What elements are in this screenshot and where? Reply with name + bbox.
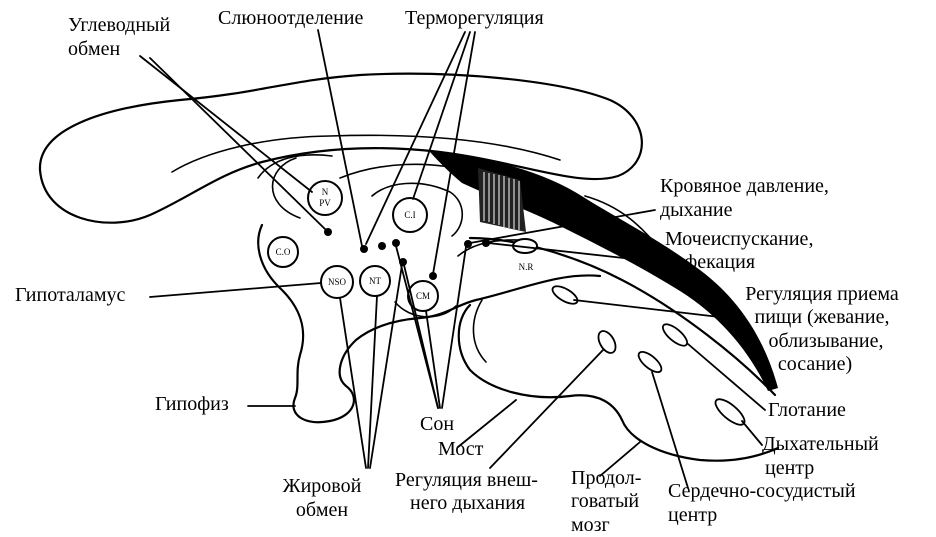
leader-urination — [487, 242, 661, 263]
leader-food-intake — [573, 299, 729, 319]
label-cardiovascular-center-line2: центр — [668, 504, 717, 526]
center-dot — [360, 245, 368, 253]
nucleus-cm — [407, 280, 439, 312]
pons-inner-line — [472, 299, 487, 363]
label-cardiovascular-center-line1: Сердечно-сосудистый — [668, 480, 856, 502]
respiratory-center-shape — [714, 398, 746, 426]
nucleus-cm-label: CM — [416, 291, 430, 301]
center-dot — [429, 272, 437, 280]
thalamus-boundary — [371, 182, 464, 237]
cerebellar-peduncle-band — [430, 152, 778, 391]
mesencephalon-inner — [394, 301, 457, 318]
label-fat-metabolism-line2: обмен — [296, 499, 349, 521]
label-external-respiration-line1: Регуляция внеш- — [395, 469, 538, 491]
label-fat-metabolism-line1: Жировой — [283, 475, 362, 497]
leader-sleep-2 — [403, 264, 439, 409]
nuclei: N PV C.I C.O NSO NT CM N.R — [267, 180, 538, 312]
nucleus-nt — [359, 265, 391, 297]
hatch-lines — [483, 172, 520, 230]
center-dots — [324, 228, 490, 280]
label-swallowing: Глотание — [768, 399, 846, 421]
label-food-intake-line1: Регуляция приема — [745, 283, 899, 305]
leader-thermoregulation-2 — [412, 31, 471, 200]
nucleus-nso-label: NSO — [328, 277, 347, 287]
label-respiratory-center-line2: центр — [765, 457, 814, 479]
swallowing-center — [661, 323, 689, 347]
leader-cardiovascular-center — [651, 371, 689, 489]
label-respiratory-center-line1: Дыхательный — [762, 433, 879, 455]
label-salivation: Слюноотделение — [218, 7, 363, 29]
nucleus-nt-label: NT — [369, 276, 381, 286]
leader-pons — [457, 399, 517, 448]
nucleus-ci — [392, 197, 428, 233]
leader-sleep-3 — [425, 310, 441, 409]
label-blood-pressure-line2: дыхание — [660, 199, 733, 221]
mesencephalon-outline — [418, 274, 602, 320]
leader-fat-metabolism-1 — [339, 297, 367, 469]
label-food-intake-line4: сосание) — [778, 353, 852, 375]
label-urination-line2: дефекация — [665, 251, 755, 273]
nucleus-nso — [320, 265, 354, 299]
leader-blood-pressure — [469, 209, 656, 244]
pituitary-outline — [292, 316, 422, 424]
center-dot — [464, 240, 472, 248]
label-pons: Мост — [438, 438, 484, 460]
nucleus-co-label: C.O — [276, 247, 291, 257]
nucleus-npv-label-top: N — [322, 187, 329, 197]
nucleus-co — [267, 236, 299, 268]
brainstem-centers — [551, 285, 746, 426]
center-dot — [378, 242, 386, 250]
label-blood-pressure-line1: Кровяное давление, — [660, 175, 829, 197]
leader-carb-metabolism-1 — [139, 55, 313, 193]
fornix-curve — [271, 157, 301, 219]
external-respiration-center — [597, 330, 617, 354]
nucleus-npv — [307, 180, 343, 216]
center-dot — [392, 239, 400, 247]
label-sleep: Сон — [420, 413, 454, 435]
leader-external-respiration — [489, 349, 604, 469]
label-carb-metabolism-line1: Углеводный — [68, 14, 170, 36]
leader-salivation — [317, 29, 363, 247]
label-medulla-line1: Продол- — [571, 467, 641, 489]
hypothalamus-outline — [257, 223, 305, 400]
label-food-intake-line3: облизывание, — [768, 330, 883, 352]
nucleus-ci-label: C.I — [404, 210, 415, 220]
leader-medulla — [599, 441, 641, 477]
food-intake-center — [551, 285, 579, 305]
leader-thermoregulation-1 — [365, 31, 466, 245]
leader-fat-metabolism-2 — [367, 295, 378, 469]
label-thermoregulation: Терморегуляция — [405, 7, 544, 29]
leader-fat-metabolism-3 — [369, 264, 403, 469]
nucleus-npv-label-bottom: PV — [319, 198, 331, 208]
label-hypothalamus: Гипоталамус — [15, 284, 125, 306]
leader-lines — [139, 29, 766, 489]
pons-medulla-outline — [457, 303, 780, 462]
label-pituitary: Гипофиз — [155, 393, 229, 415]
leader-sleep-4 — [441, 246, 467, 409]
label-external-respiration-line2: него дыхания — [410, 492, 525, 514]
label-medulla-line2: говатый — [571, 490, 639, 512]
leader-swallowing — [687, 343, 766, 411]
cardiovascular-center-shape — [637, 350, 663, 374]
nucleus-nr-label: N.R — [519, 262, 534, 272]
cerebral-hemisphere-outline — [38, 72, 643, 224]
label-food-intake-line2: пищи (жевание, — [755, 306, 890, 328]
label-medulla-line3: мозг — [571, 514, 610, 536]
fornix-arch — [257, 154, 333, 179]
leader-respiratory-center — [741, 420, 763, 446]
leader-hypothalamus — [149, 282, 322, 298]
leader-thermoregulation-3 — [432, 31, 476, 275]
label-urination-line1: Мочеиспускание, — [665, 228, 813, 250]
leader-carb-metabolism-2 — [149, 57, 327, 231]
labels: Углеводный обмен Слюноотделение Терморег… — [15, 7, 899, 536]
corpus-callosum-line — [171, 134, 561, 173]
label-carb-metabolism-line2: обмен — [68, 38, 121, 60]
